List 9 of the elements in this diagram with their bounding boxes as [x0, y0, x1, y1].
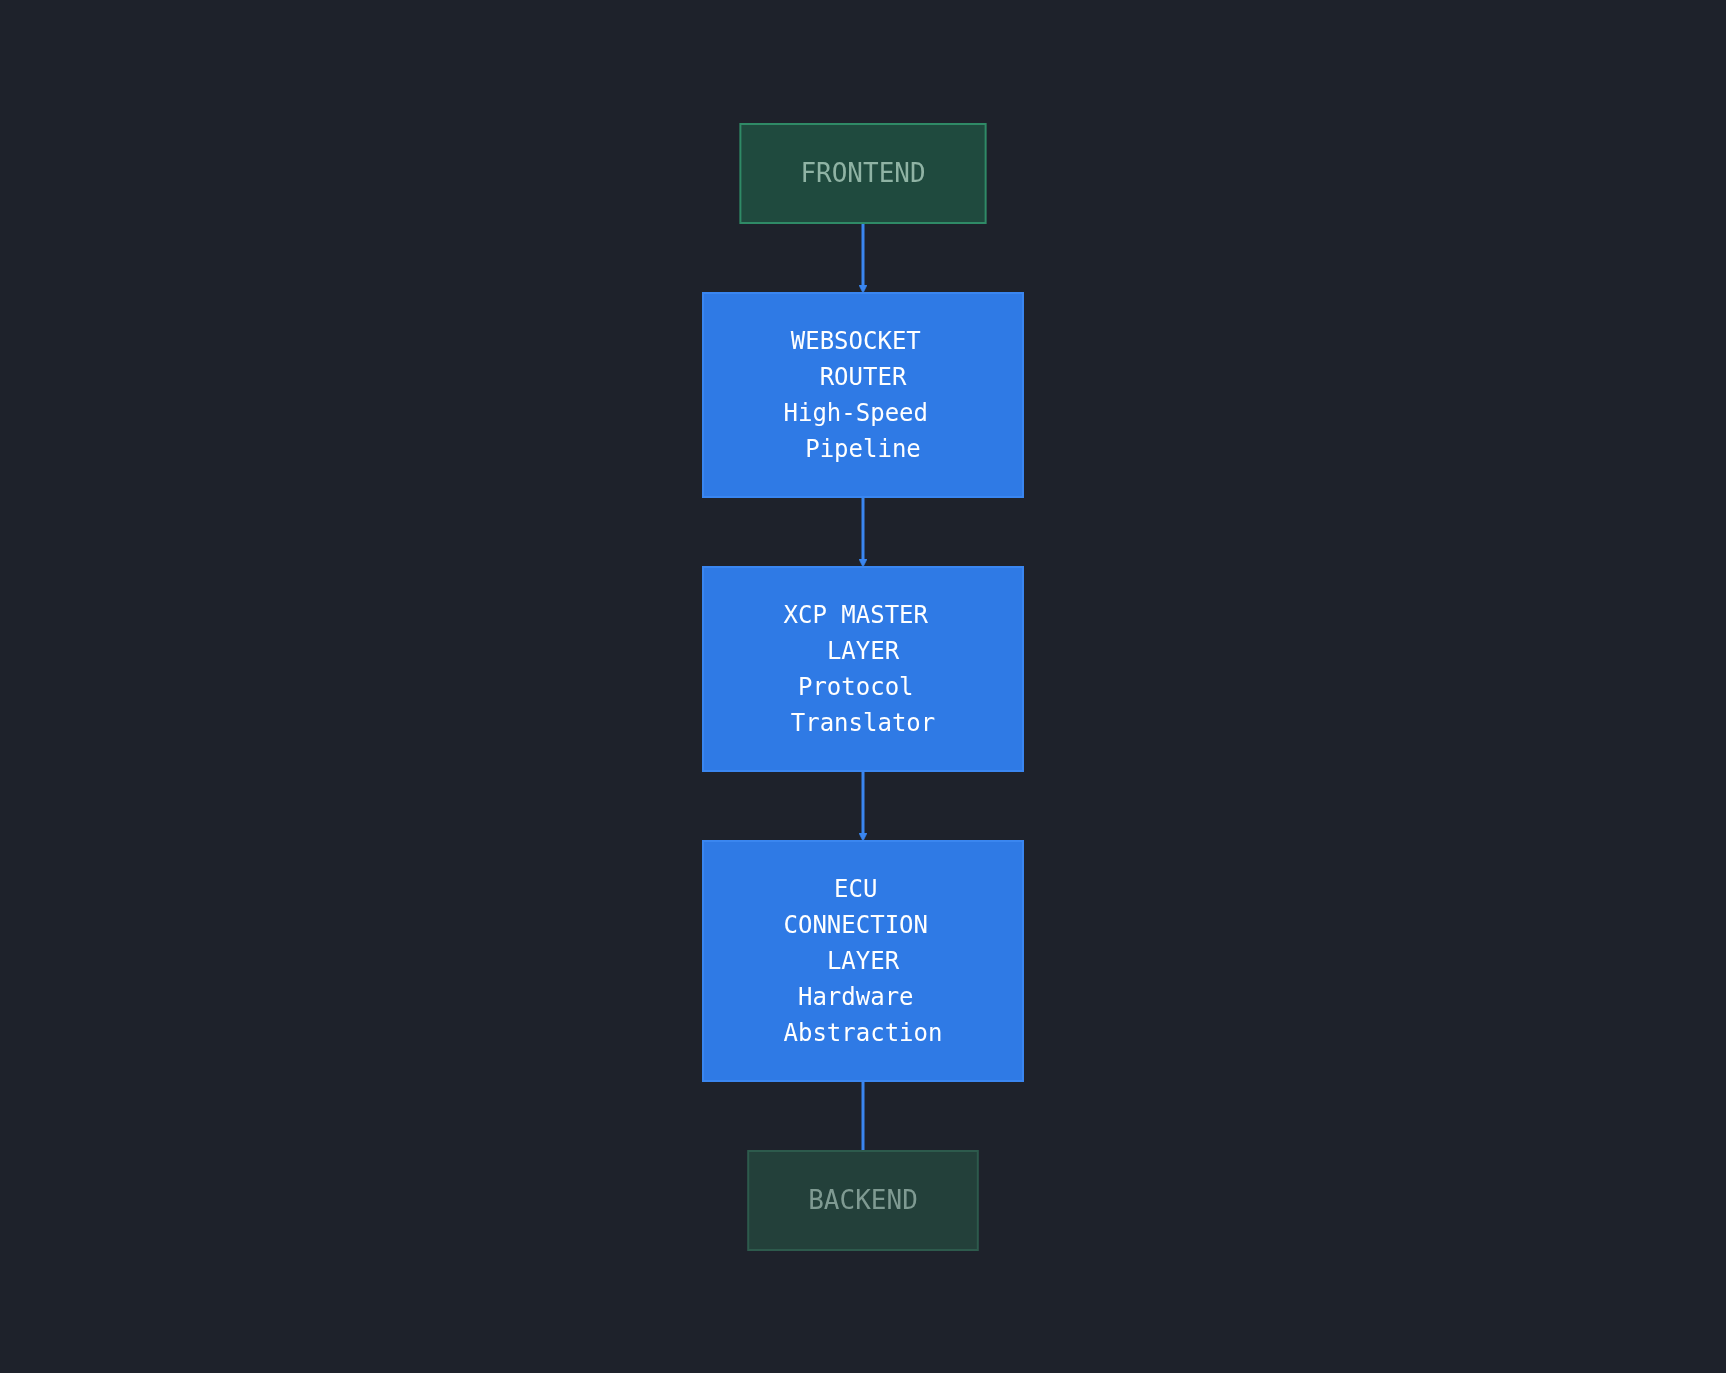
- node-box: BACKEND: [747, 1149, 979, 1251]
- node-box: FRONTEND: [739, 122, 987, 224]
- node-box: ECU CONNECTION LAYER Hardware Abstraction: [702, 839, 1024, 1082]
- connector: [861, 1080, 865, 1151]
- arrow: [858, 222, 868, 293]
- arrow: [858, 770, 868, 841]
- node-box: XCP MASTER LAYER Protocol Translator: [702, 565, 1024, 772]
- node-box: WEBSOCKET ROUTER High-Speed Pipeline: [702, 291, 1024, 498]
- arrow: [858, 496, 868, 567]
